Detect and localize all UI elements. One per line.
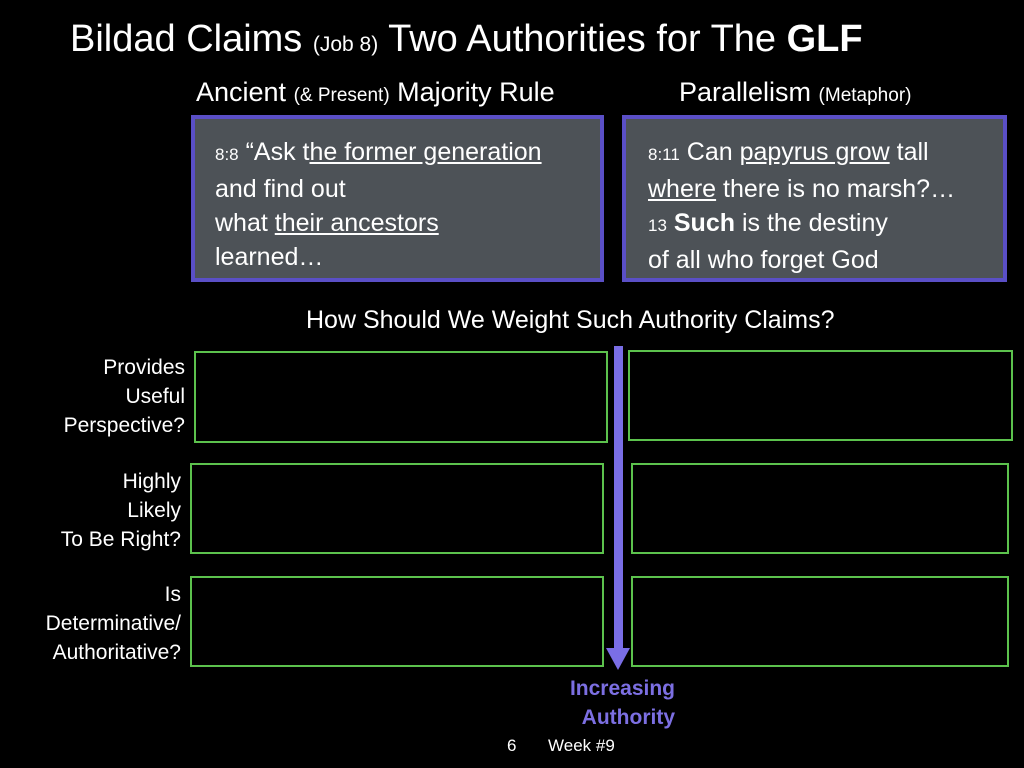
title-bold: GLF <box>786 18 863 60</box>
row-label-line: Is <box>164 583 181 606</box>
left-column-heading: Ancient (& Present) Majority Rule <box>196 77 555 108</box>
row-label-line: Provides <box>103 356 185 379</box>
row-label-line: Highly <box>122 470 181 493</box>
underlined-text: their ancestors <box>274 209 439 237</box>
verse-number: 13 <box>648 216 667 235</box>
underlined-text: papyrus grow <box>739 138 890 166</box>
quote-text: there is no marsh?… <box>716 175 956 203</box>
right-quote-box: 8:11 Can papyrus grow tall where there i… <box>622 115 1007 282</box>
grid-box-left-row1 <box>194 351 608 443</box>
quote-text: is the destiny <box>735 209 888 237</box>
row-label-line: Perspective? <box>63 414 185 437</box>
grid-box-right-row1 <box>628 350 1013 441</box>
bold-text: Such <box>673 209 735 237</box>
authority-arrow-shaft <box>614 346 623 650</box>
right-quote-line-2: where there is no marsh?… <box>648 172 1003 206</box>
right-heading-small: (Metaphor) <box>818 85 912 106</box>
title-reference: (Job 8) <box>312 33 379 56</box>
arrow-label: Increasing Authority <box>570 674 675 732</box>
quote-text: what <box>215 209 275 237</box>
right-quote-line-3: 13 Such is the destiny <box>648 206 1003 243</box>
down-arrow-icon <box>606 648 630 670</box>
left-quote-line-3: what their ancestors <box>215 206 600 240</box>
row-label-line: To Be Right? <box>60 528 181 551</box>
right-quote-line-4: of all who forget God <box>648 246 879 274</box>
left-quote-box: 8:8 “Ask the former generation and find … <box>191 115 604 282</box>
grid-box-left-row3 <box>190 576 604 667</box>
row-label-line: Determinative/ <box>45 612 181 635</box>
quote-text: Can <box>679 138 740 166</box>
verse-number: 8:8 <box>215 145 239 164</box>
grid-box-right-row2 <box>631 463 1009 554</box>
grid-box-right-row3 <box>631 576 1009 667</box>
underlined-text: he former generation <box>309 138 542 166</box>
verse-number: 8:11 <box>648 145 680 164</box>
row-label-determinative: Is Determinative/ Authoritative? <box>46 580 181 667</box>
slide-number: 6 <box>507 736 517 755</box>
row-label-line: Likely <box>127 499 181 522</box>
grid-box-left-row2 <box>190 463 604 554</box>
underlined-text: where <box>648 175 717 203</box>
left-heading-small: (& Present) <box>293 85 390 106</box>
row-label-line: Authoritative? <box>52 641 181 664</box>
slide-title: Bildad Claims (Job 8) Two Authorities fo… <box>70 18 863 61</box>
left-heading-main: Ancient <box>196 77 294 107</box>
left-quote-line-1: 8:8 “Ask the former generation <box>215 135 600 172</box>
right-heading-main: Parallelism <box>679 77 819 107</box>
title-part1: Bildad Claims <box>70 18 313 60</box>
left-quote-line-4: learned… <box>215 243 324 271</box>
left-quote-line-2: and find out <box>215 175 346 203</box>
left-heading-end: Majority Rule <box>389 77 555 107</box>
arrow-label-line: Increasing <box>569 677 675 700</box>
question-heading: How Should We Weight Such Authority Clai… <box>306 306 835 334</box>
week-label: Week #9 <box>548 736 615 755</box>
row-label-line: Useful <box>125 385 185 408</box>
arrow-label-line: Authority <box>581 706 675 729</box>
row-label-likely-right: Highly Likely To Be Right? <box>61 467 181 554</box>
quote-text: “Ask t <box>238 138 310 166</box>
right-column-heading: Parallelism (Metaphor) <box>679 77 911 108</box>
right-quote-line-1: 8:11 Can papyrus grow tall <box>648 135 1003 172</box>
quote-text: tall <box>889 138 929 166</box>
row-label-perspective: Provides Useful Perspective? <box>64 353 185 440</box>
title-part2: Two Authorities for The <box>378 18 787 60</box>
